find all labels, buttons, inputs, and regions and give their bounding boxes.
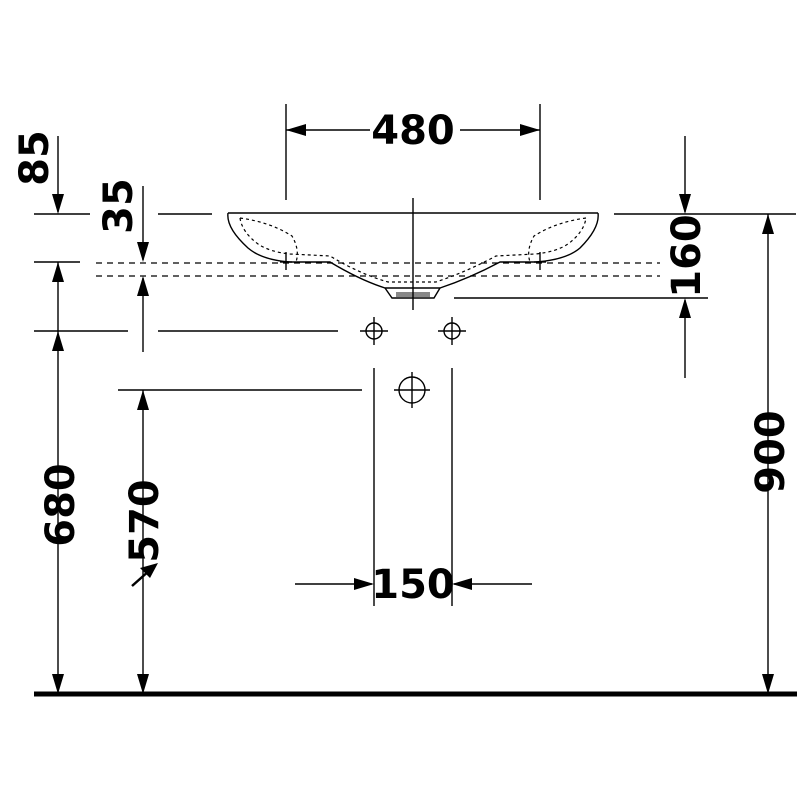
basin-right-slope — [528, 217, 587, 263]
basin-inner-line — [239, 217, 587, 283]
dimension-480: 480 — [371, 108, 455, 154]
basin-outline — [227, 198, 599, 310]
dimension-900: 900 — [748, 410, 794, 494]
dimension-900-line — [762, 214, 774, 694]
dimension-150: 150 — [371, 562, 455, 608]
dimension-160: 160 — [664, 214, 710, 298]
dimension-35: 35 — [96, 178, 142, 234]
basin-left-slope — [239, 217, 298, 263]
dimension-480-line — [286, 124, 540, 136]
dimension-150-line — [295, 578, 532, 590]
tap-hole-right — [438, 317, 466, 345]
dimension-570-line — [137, 390, 149, 694]
waste-pipe-hole — [394, 372, 430, 408]
diagonal-arrow-icon — [131, 563, 158, 587]
dimension-85-line — [52, 136, 64, 214]
dimension-85: 85 — [12, 130, 58, 186]
dimension-680: 680 — [38, 463, 84, 547]
dimension-160-line — [679, 136, 691, 378]
tap-hole-left — [360, 317, 388, 345]
dimension-35-line — [137, 186, 149, 352]
dimension-570: 570 — [122, 479, 168, 563]
dimension-680-line — [52, 262, 64, 694]
